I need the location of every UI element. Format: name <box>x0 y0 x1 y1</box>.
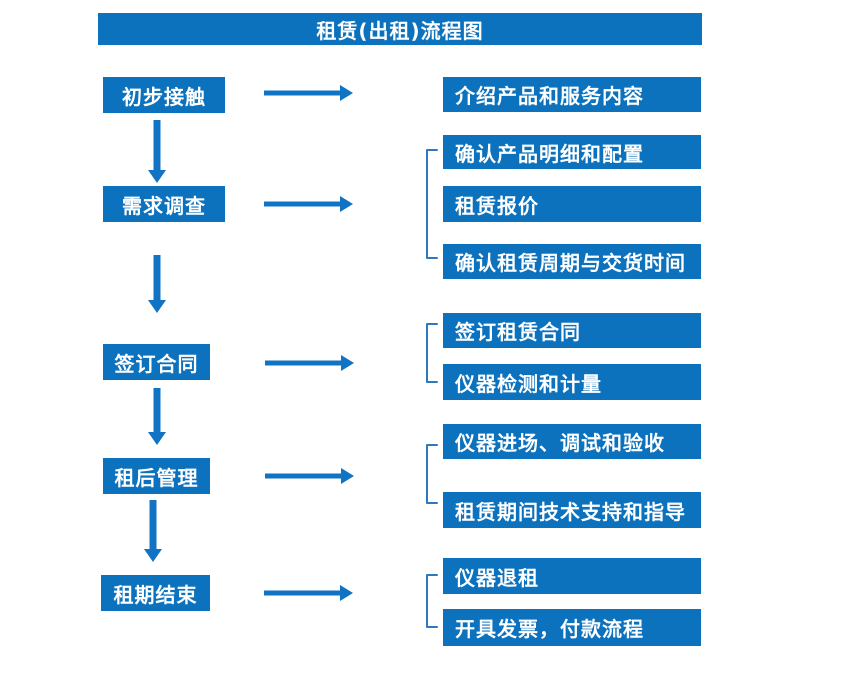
step-box-demand-survey: 需求调查 <box>103 186 225 222</box>
output-box: 确认租赁周期与交货时间 <box>443 244 701 279</box>
output-box: 租赁期间技术支持和指导 <box>443 492 701 528</box>
step-box-initial-contact: 初步接触 <box>103 77 225 113</box>
right-arrow-icon <box>265 355 354 371</box>
title-bar: 租赁(出租)流程图 <box>98 13 702 45</box>
step-box-rental-end: 租期结束 <box>101 575 210 611</box>
group-bracket <box>426 149 438 259</box>
right-arrow-icon <box>265 468 354 484</box>
down-arrow-icon <box>148 388 166 445</box>
step-box-sign-contract: 签订合同 <box>103 344 210 380</box>
output-box: 仪器进场、调试和验收 <box>443 424 701 459</box>
group-bracket <box>426 574 438 628</box>
group-bracket <box>426 323 438 383</box>
output-box: 仪器检测和计量 <box>443 364 701 400</box>
output-box: 确认产品明细和配置 <box>443 135 701 169</box>
right-arrow-icon <box>264 196 353 212</box>
down-arrow-icon <box>144 500 162 562</box>
page-title: 租赁(出租)流程图 <box>316 18 484 43</box>
right-arrow-icon <box>264 585 353 601</box>
down-arrow-icon <box>148 255 166 313</box>
right-arrow-icon <box>264 85 353 101</box>
output-box: 签订租赁合同 <box>443 313 701 348</box>
output-box: 租赁报价 <box>443 186 701 222</box>
output-box: 仪器退租 <box>443 558 701 594</box>
group-bracket <box>426 444 438 504</box>
down-arrow-icon <box>148 120 166 183</box>
output-box: 介绍产品和服务内容 <box>443 77 701 112</box>
step-box-post-rental: 租后管理 <box>103 458 210 494</box>
output-box: 开具发票，付款流程 <box>443 609 701 646</box>
